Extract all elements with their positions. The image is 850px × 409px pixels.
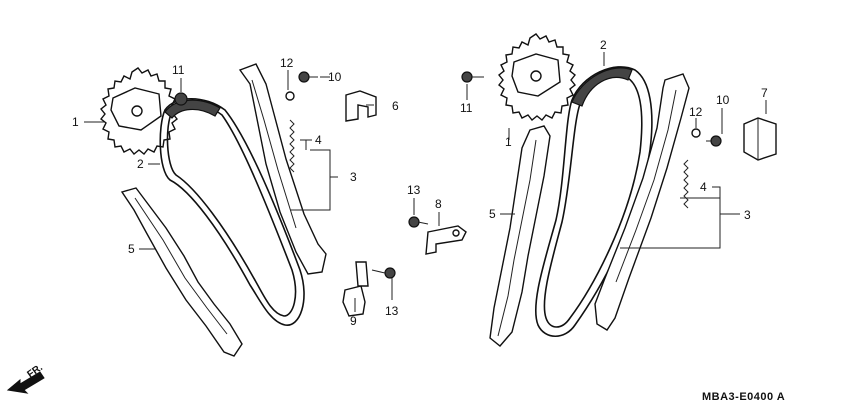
left-tensioner-arm: [238, 63, 327, 275]
left-washer-bolt: [298, 71, 318, 83]
front-arrow-icon: [6, 371, 45, 394]
front-direction-indicator: FR.: [6, 362, 45, 394]
right-washer: [691, 128, 701, 138]
right-wedge: [743, 117, 777, 161]
callout-center-bolt-upper: 13: [407, 183, 421, 197]
callout-left-washer-bolt: 10: [328, 70, 342, 84]
callout-right-guide: 5: [489, 207, 496, 221]
right-tensioner-arm: [594, 73, 690, 331]
callout-left-sprocket-bolt: 11: [172, 63, 185, 77]
callout-right-wedge: 7: [761, 86, 768, 100]
callout-right-spring: 4: [700, 180, 707, 194]
right-sprocket-bolt: [461, 71, 484, 83]
callout-left-sprocket: 1: [72, 115, 79, 129]
callout-right-sprocket-bolt: 11: [460, 101, 473, 115]
callout-center-bolt-lower: 13: [385, 304, 399, 318]
callout-right-chain: 2: [600, 38, 607, 52]
leader-lines: [84, 52, 767, 312]
callout-left-chain: 2: [137, 157, 144, 171]
left-washer: [285, 91, 295, 101]
center-bracket-upper: [425, 225, 467, 255]
callout-left-guide: 5: [128, 242, 135, 256]
center-bolt-upper: [408, 216, 429, 228]
callout-left-washer: 12: [280, 56, 294, 70]
callout-center-bracket-lower: 9: [350, 314, 357, 328]
left-chain-guide: [120, 187, 243, 357]
left-cam-sprocket: [100, 67, 178, 155]
right-chain-guide: [489, 125, 551, 347]
callout-left-tensioner-assy: 3: [350, 170, 357, 184]
callout-right-sprocket: 1: [505, 135, 512, 149]
right-spring: [683, 159, 689, 209]
right-washer-bolt: [706, 135, 722, 147]
callout-left-wedge: 6: [392, 99, 399, 113]
left-spring: [289, 119, 295, 173]
right-cam-sprocket: [498, 33, 576, 121]
center-bolt-lower: [371, 267, 396, 279]
right-cam-chain: [534, 66, 653, 338]
callout-labels: 1 2 3 4 5 6 8 9 10 11 12 13 13 1 2 3 4 5…: [72, 38, 768, 328]
callout-right-washer: 12: [689, 105, 703, 119]
callout-left-spring: 4: [315, 133, 322, 147]
diagram-code: MBA3-E0400 A: [702, 391, 785, 403]
left-wedge: [345, 90, 377, 122]
callout-right-tensioner-assy: 3: [744, 208, 751, 222]
callout-right-washer-bolt: 10: [716, 93, 730, 107]
center-bracket-lower: [342, 261, 369, 317]
callout-center-bracket-upper: 8: [435, 197, 442, 211]
left-sprocket-bolt: [174, 92, 188, 106]
